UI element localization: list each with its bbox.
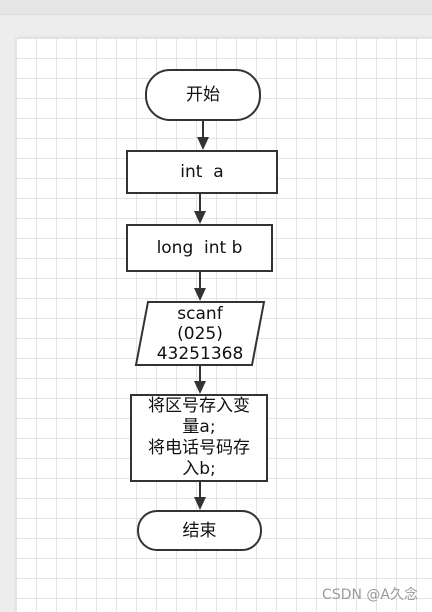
scanf-io-line: (025) [177, 323, 223, 344]
end-label: 结束 [182, 520, 217, 541]
end-node[interactable] [137, 510, 262, 551]
scanf-io-line: scanf [177, 303, 223, 324]
store-values-line: 量a; [182, 417, 216, 437]
store-values-line: 入b; [182, 459, 216, 479]
scanf-io-label: scanf (025) 43251368 [140, 302, 260, 365]
store-values-label: 将区号存入变 量a; 将电话号码存 入b; [131, 395, 267, 481]
arrowhead-start-step1 [197, 137, 209, 150]
declare-int-label: int a [180, 162, 224, 182]
declare-int-node[interactable] [126, 150, 278, 194]
scanf-io-line: 43251368 [156, 343, 244, 364]
store-values-line: 将区号存入变 [148, 396, 250, 416]
toolbar-strip [0, 0, 432, 15]
csdn-watermark: CSDN @A久念 [322, 587, 418, 603]
store-values-line: 将电话号码存 [148, 438, 250, 458]
arrowhead-io-process [194, 381, 206, 394]
declare-long-node[interactable] [126, 224, 273, 272]
scanf-io-node[interactable] [134, 301, 266, 366]
store-values-node[interactable] [130, 394, 268, 482]
declare-long-label: long int b [156, 238, 243, 258]
arrowhead-step2-io [194, 288, 206, 301]
arrowhead-step1-step2 [194, 211, 206, 224]
start-label: 开始 [186, 85, 220, 105]
arrowhead-process-end [194, 497, 206, 510]
